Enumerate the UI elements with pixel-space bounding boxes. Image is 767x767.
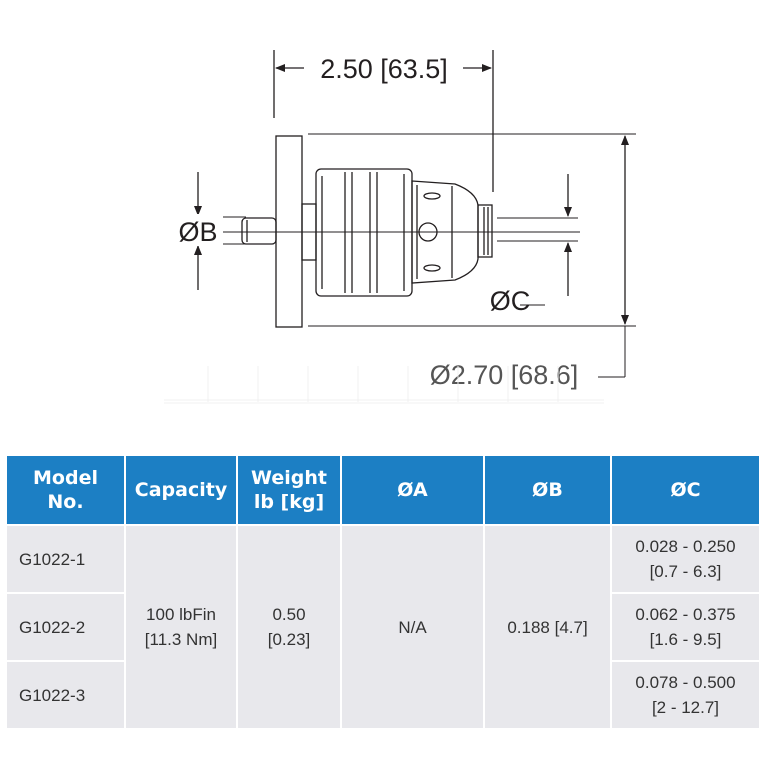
diameter-dimension: Ø2.70 [68.6] — [308, 133, 636, 390]
table-row: G1022-1 100 lbFin [11.3 Nm] 0.50 [0.23] … — [7, 524, 759, 728]
weight-cell: 0.50 [0.23] — [236, 524, 341, 728]
diameter-c-cell: 0.028 - 0.250 [0.7 - 6.3] — [610, 524, 759, 593]
c-label: ØC — [490, 286, 531, 316]
diameter-a-cell: N/A — [340, 524, 484, 728]
header-weight: Weight lb [kg] — [236, 456, 341, 525]
model-cell: G1022-2 — [7, 592, 125, 661]
diameter-c-cell: 0.078 - 0.500 [2 - 12.7] — [610, 660, 759, 728]
b-dimension: ØB — [173, 172, 246, 290]
specification-table: Model No. Capacity Weight lb [kg] ØA ØB … — [7, 456, 759, 728]
header-diameter-a: ØA — [340, 456, 484, 525]
length-dimension: 2.50 [63.5] — [273, 50, 494, 192]
header-model-no: Model No. — [7, 456, 125, 525]
model-cell: G1022-1 — [7, 524, 125, 593]
table-row: G1022-3 0.078 - 0.500 [2 - 12.7] — [7, 660, 759, 728]
length-label: 2.50 [63.5] — [320, 54, 448, 84]
diameter-b-cell: 0.188 [4.7] — [483, 524, 611, 728]
header-capacity: Capacity — [124, 456, 237, 525]
header-diameter-c: ØC — [610, 456, 759, 525]
table-header-row: Model No. Capacity Weight lb [kg] ØA ØB … — [7, 456, 759, 525]
header-diameter-b: ØB — [483, 456, 611, 525]
chuck-dimension-drawing: 2.50 [63.5] ØB — [164, 50, 636, 404]
diameter-label: Ø2.70 [68.6] — [430, 360, 579, 390]
reflection-strip — [164, 366, 604, 404]
capacity-cell: 100 lbFin [11.3 Nm] — [124, 524, 237, 728]
c-dimension: ØC — [490, 174, 578, 316]
b-label: ØB — [178, 217, 217, 247]
model-cell: G1022-3 — [7, 660, 125, 728]
diameter-c-cell: 0.062 - 0.375 [1.6 - 9.5] — [610, 592, 759, 661]
table-row: G1022-2 0.062 - 0.375 [1.6 - 9.5] — [7, 592, 759, 661]
